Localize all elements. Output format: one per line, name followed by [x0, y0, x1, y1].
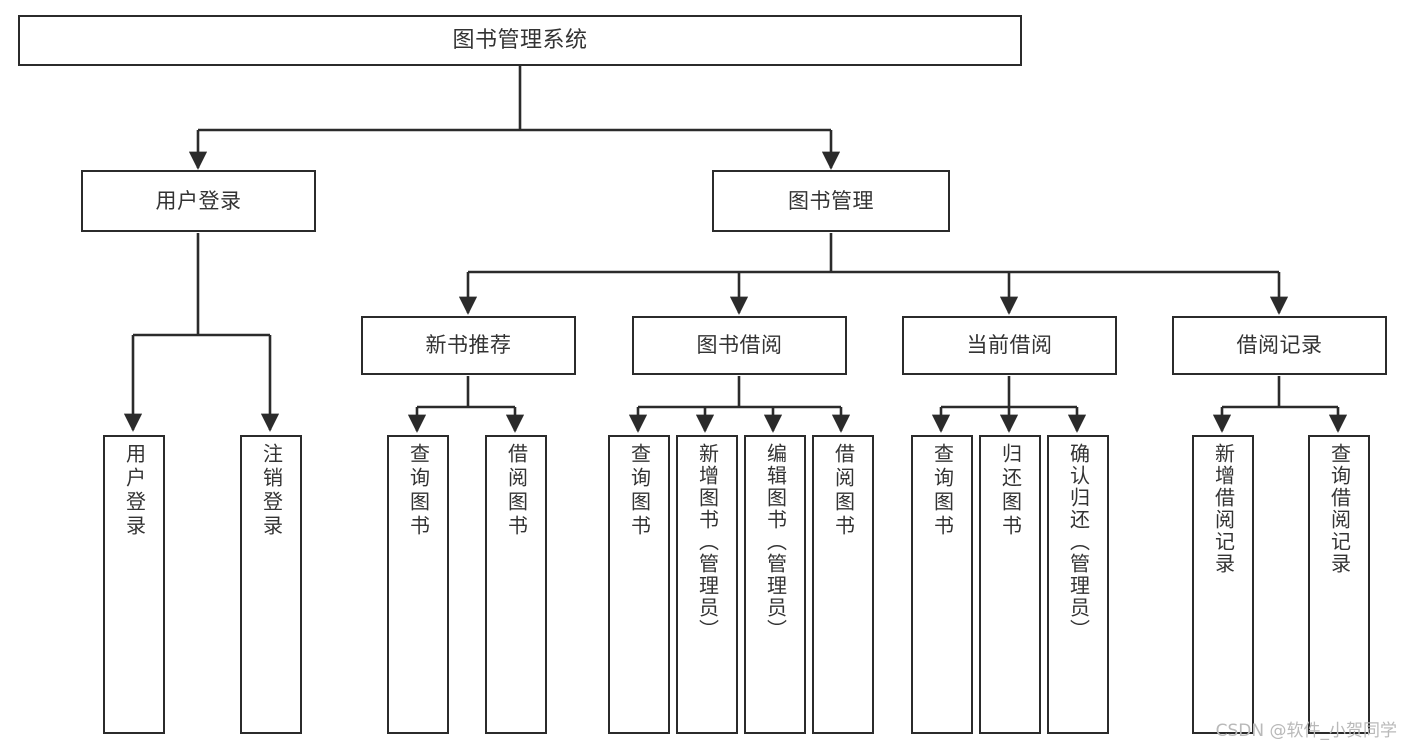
leaf-borrow-record-query-record-label: 查询借阅记录 — [1327, 443, 1352, 575]
leaf-user-login-login-label: 用户登录 — [122, 443, 147, 539]
leaf-borrow-record-query-record[interactable]: 查询借阅记录 — [1308, 435, 1370, 734]
node-current-borrowing[interactable]: 当前借阅 — [902, 316, 1117, 375]
node-book-borrowing[interactable]: 图书借阅 — [632, 316, 847, 375]
node-user-login-label: 用户登录 — [155, 188, 242, 213]
node-book-borrowing-label: 图书借阅 — [696, 333, 783, 358]
leaf-book-borrow-borrow-book[interactable]: 借阅图书 — [812, 435, 874, 734]
node-new-book-recommendation-label: 新书推荐 — [425, 333, 512, 358]
leaf-borrow-record-add-record[interactable]: 新增借阅记录 — [1192, 435, 1254, 734]
leaf-borrow-record-add-record-label: 新增借阅记录 — [1211, 443, 1236, 575]
leaf-book-borrow-query-book[interactable]: 查询图书 — [608, 435, 670, 734]
leaf-user-login-logout-label: 注销登录 — [259, 443, 284, 539]
leaf-book-borrow-query-book-label: 查询图书 — [627, 443, 652, 539]
leaf-book-borrow-borrow-book-label: 借阅图书 — [831, 443, 856, 539]
leaf-user-login-login[interactable]: 用户登录 — [103, 435, 165, 734]
leaf-current-borrow-return-book[interactable]: 归还图书 — [979, 435, 1041, 734]
leaf-book-borrow-edit-book-admin-label: 编辑图书（管理员） — [763, 443, 788, 641]
node-borrowing-record-label: 借阅记录 — [1236, 333, 1323, 358]
leaf-book-borrow-edit-book-admin[interactable]: 编辑图书（管理员） — [744, 435, 806, 734]
leaf-current-borrow-return-book-label: 归还图书 — [998, 443, 1023, 539]
node-current-borrowing-label: 当前借阅 — [966, 333, 1053, 358]
csdn-watermark: CSDN @软件_小贺同学 — [1215, 721, 1397, 741]
leaf-current-borrow-confirm-return-admin[interactable]: 确认归还（管理员） — [1047, 435, 1109, 734]
node-root-book-management-system[interactable]: 图书管理系统 — [18, 15, 1022, 66]
leaf-new-book-query-book[interactable]: 查询图书 — [387, 435, 449, 734]
leaf-new-book-borrow-book[interactable]: 借阅图书 — [485, 435, 547, 734]
leaf-new-book-query-book-label: 查询图书 — [406, 443, 431, 539]
node-borrowing-record[interactable]: 借阅记录 — [1172, 316, 1387, 375]
node-book-management[interactable]: 图书管理 — [712, 170, 950, 232]
node-root-label: 图书管理系统 — [452, 27, 588, 53]
leaf-user-login-logout[interactable]: 注销登录 — [240, 435, 302, 734]
leaf-new-book-borrow-book-label: 借阅图书 — [504, 443, 529, 539]
node-new-book-recommendation[interactable]: 新书推荐 — [361, 316, 576, 375]
leaf-current-borrow-query-book-label: 查询图书 — [930, 443, 955, 539]
leaf-book-borrow-add-book-admin[interactable]: 新增图书（管理员） — [676, 435, 738, 734]
leaf-current-borrow-query-book[interactable]: 查询图书 — [911, 435, 973, 734]
leaf-current-borrow-confirm-return-admin-label: 确认归还（管理员） — [1066, 443, 1091, 641]
node-user-login[interactable]: 用户登录 — [81, 170, 316, 232]
node-book-management-label: 图书管理 — [788, 188, 874, 213]
leaf-book-borrow-add-book-admin-label: 新增图书（管理员） — [695, 443, 720, 641]
